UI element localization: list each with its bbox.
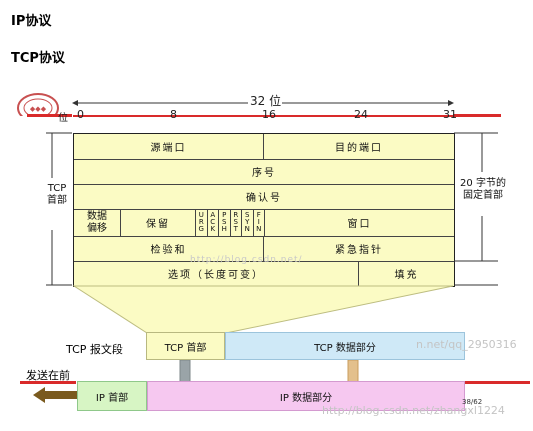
- left-bracket: [46, 132, 72, 286]
- flag-letter: N: [256, 225, 262, 233]
- bottom-watermark-top: n.net/qq_2950316: [416, 338, 517, 351]
- tcp-header-side-label: TCP 首部: [40, 183, 74, 207]
- fixed-side-line1: 20 字节的: [460, 178, 506, 189]
- ip-data-box: IP 数据部分: [147, 381, 465, 411]
- scale-tick-0: 0: [77, 108, 84, 121]
- ack-number-cell: 确认号: [246, 193, 282, 204]
- scale-axis-redline: [73, 115, 453, 117]
- header-funnel: [72, 285, 454, 334]
- tcp-side-line1: TCP: [47, 183, 67, 194]
- flag-letter: P: [222, 211, 227, 219]
- flag-letter: R: [198, 218, 204, 226]
- scale-tick-16: 16: [262, 108, 276, 121]
- send-first-label: 发送在前: [26, 369, 70, 382]
- urgent-pointer-cell: 紧急指针: [335, 245, 383, 256]
- send-direction-arrow-icon: [33, 387, 78, 403]
- checksum-cell: 检验和: [74, 236, 264, 261]
- options-cell: 选项（长度可变）: [74, 261, 359, 286]
- scale-tick-24: 24: [354, 108, 368, 121]
- flag-letter: T: [233, 225, 238, 233]
- scale-right-redline: [453, 114, 501, 117]
- ip-header-box: IP 首部: [77, 381, 147, 411]
- tcp-protocol-heading: TCP协议: [11, 51, 65, 66]
- tcp-segment-label: TCP 报文段: [66, 343, 123, 356]
- destination-port-cell: 目的端口: [335, 143, 383, 154]
- source-port-cell: 源端口: [74, 134, 264, 159]
- flag-letter: Y: [245, 218, 250, 226]
- bit-width-title: 32 位: [250, 94, 282, 108]
- flag-letter: C: [210, 218, 216, 226]
- row-acknowledgement: 确认号: [74, 184, 454, 210]
- flag-letter: S: [233, 218, 238, 226]
- fixed-header-side-label: 20 字节的 固定首部: [452, 178, 514, 202]
- data-offset-line2: 偏移: [87, 222, 107, 234]
- seal-logo-icon: ◆◆◆: [17, 93, 59, 116]
- flag-letter: H: [221, 225, 227, 233]
- flag-letter: S: [245, 211, 250, 219]
- flag-letter: G: [198, 225, 204, 233]
- flag-letter: K: [210, 225, 216, 233]
- bit-label: 位: [58, 113, 68, 124]
- tcp-header-figure: ◆◆◆ 32 位 位 0 8 16 24 31 源端口 目的端口 序号 确认号 …: [0, 80, 533, 431]
- svg-text:◆◆◆: ◆◆◆: [30, 105, 47, 113]
- padding-cell: 填充: [394, 270, 419, 281]
- scale-tick-8: 8: [170, 108, 177, 121]
- row-sequence: 序号: [74, 159, 454, 185]
- row-options: 选项（长度可变） 填充: [74, 261, 454, 286]
- window-cell: 窗口: [347, 219, 372, 230]
- tcp-data-box: TCP 数据部分: [225, 332, 465, 360]
- bottom-watermark: http://blog.csdn.net/zhangxl1224: [322, 404, 505, 417]
- page-number: 38/62: [462, 398, 483, 406]
- ip-right-redline: [460, 381, 530, 384]
- flag-letter: F: [256, 211, 261, 219]
- flag-letter: R: [233, 211, 239, 219]
- tcp-side-line2: 首部: [47, 195, 67, 206]
- sequence-number-cell: 序号: [252, 168, 276, 179]
- data-offset-line1: 数据: [87, 210, 107, 222]
- right-bracket: [454, 132, 498, 286]
- flag-letter: N: [244, 225, 250, 233]
- center-watermark: http://blog.csdn.net/: [190, 255, 303, 265]
- scale-tick-31: 31: [443, 108, 457, 121]
- ip-left-redline: [20, 381, 76, 384]
- flag-letter: U: [198, 211, 204, 219]
- scale-left-redline: [27, 114, 72, 117]
- row-checksum-urgent: 检验和 紧急指针: [74, 236, 454, 262]
- scale-width-arrow: [72, 100, 454, 106]
- flag-letter: S: [222, 218, 227, 226]
- flag-letter: I: [257, 218, 260, 226]
- reserved-cell: 保留: [121, 209, 196, 236]
- tcp-header-box: TCP 首部: [146, 332, 225, 360]
- flag-letter: A: [210, 211, 216, 219]
- row-ports: 源端口 目的端口: [74, 134, 454, 160]
- data-offset-cell: 数据 偏移: [74, 209, 121, 236]
- fixed-side-line2: 固定首部: [463, 190, 503, 201]
- ip-protocol-heading: IP协议: [11, 14, 52, 29]
